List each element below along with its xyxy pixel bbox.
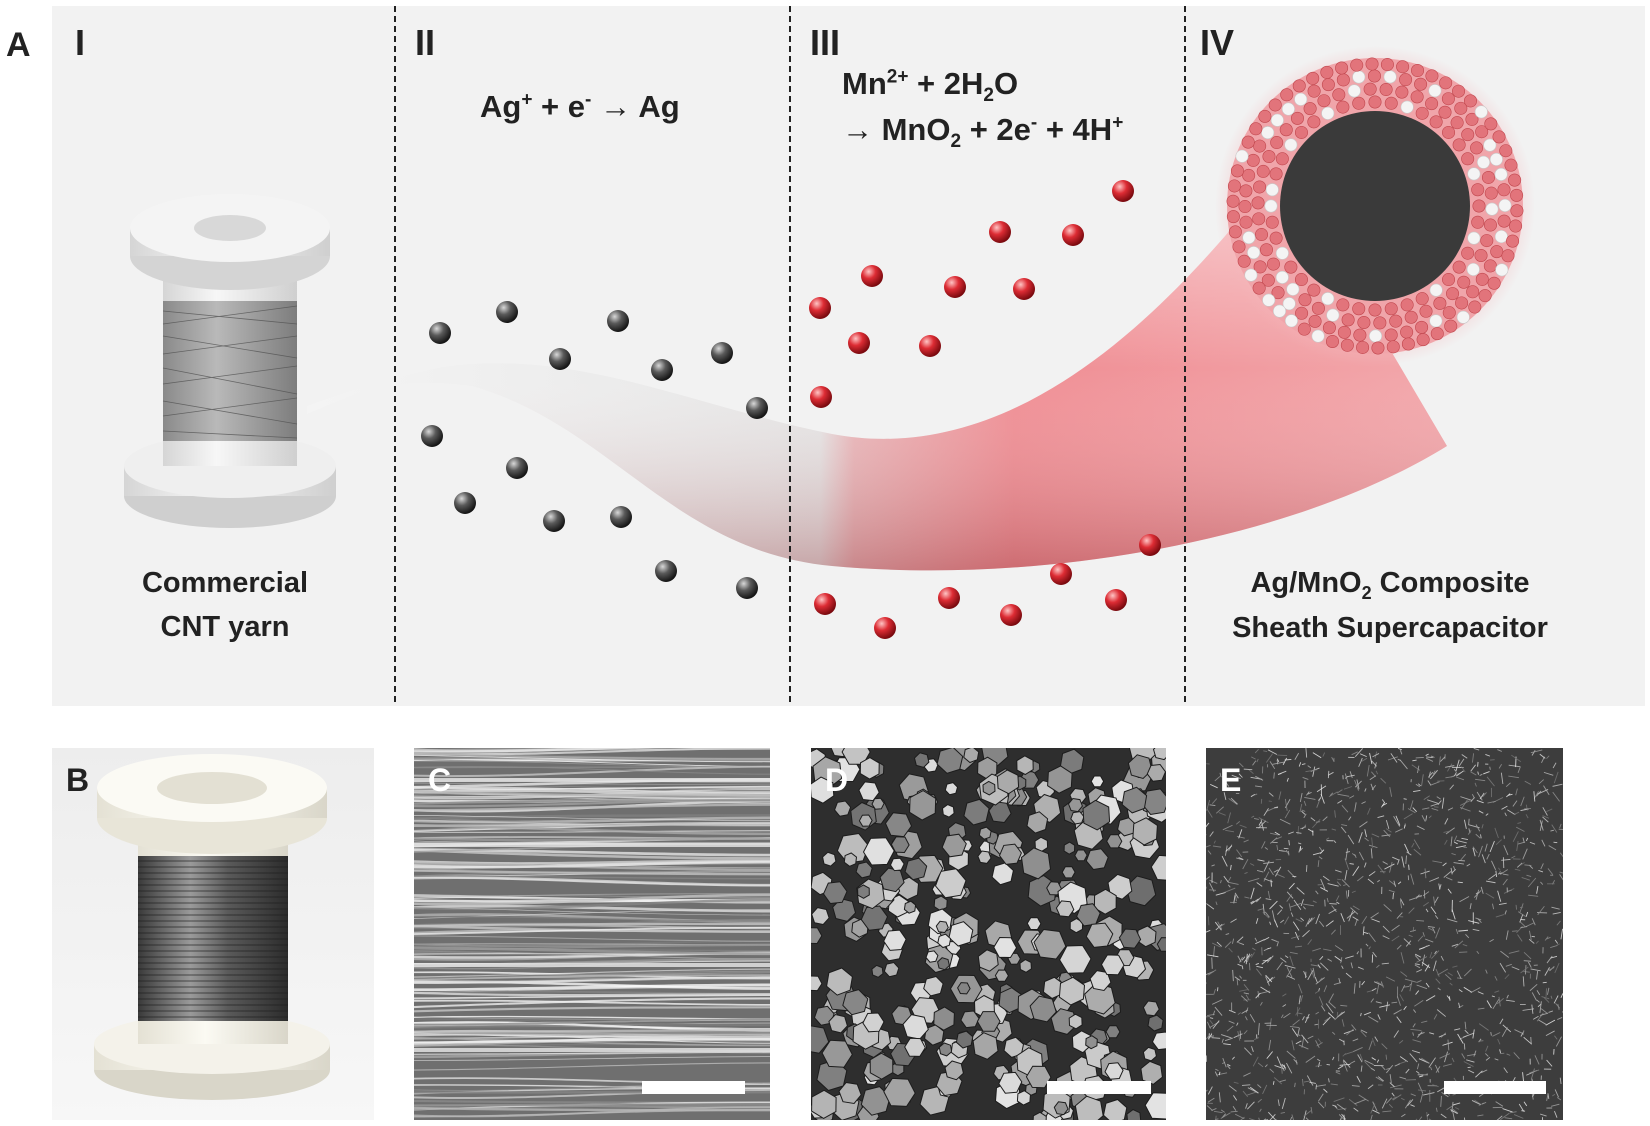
photo-spool: B bbox=[52, 748, 374, 1120]
cnt-core bbox=[1280, 111, 1470, 301]
stage-label-1: I bbox=[75, 22, 86, 63]
sem-image-silver-particles: D bbox=[811, 748, 1166, 1120]
panel-label-d: D bbox=[825, 762, 849, 798]
ag-particles bbox=[421, 301, 768, 599]
fiber-cross-section bbox=[1215, 46, 1535, 366]
panel-label-b: B bbox=[66, 762, 90, 798]
scale-bar-e bbox=[1444, 1081, 1546, 1094]
sem-image-mno2-sheath: E bbox=[1206, 748, 1563, 1120]
silver-reduction-equation: Ag+ + e- → Ag bbox=[480, 89, 680, 124]
composite-sheath-particles bbox=[1226, 57, 1524, 355]
schematic-panel bbox=[52, 6, 1645, 706]
mno2-deposition-equation: Mn2+ + 2H2O → MnO2 + 2e- + 4H+ bbox=[842, 63, 1123, 155]
mno2-particles bbox=[809, 180, 1161, 639]
schematic-illustration bbox=[52, 6, 1645, 706]
panel-label-e: E bbox=[1220, 762, 1242, 798]
equation-line-2: → MnO2 + 2e- + 4H+ bbox=[842, 111, 1124, 153]
scale-bar-d bbox=[1047, 1081, 1151, 1094]
equation-line-1: Mn2+ + 2H2O bbox=[842, 66, 1019, 107]
stage-label-2: II bbox=[415, 22, 436, 63]
panel-label-a: A bbox=[6, 26, 31, 64]
stage-label-3: III bbox=[810, 22, 841, 63]
caption-composite-supercapacitor: Ag/MnO2 Composite Sheath Supercapacitor bbox=[1232, 567, 1548, 644]
cnt-fiber-shading bbox=[437, 166, 1447, 571]
panel-label-c: C bbox=[428, 762, 452, 798]
caption-commercial-yarn: Commercial CNT yarn bbox=[141, 567, 308, 643]
spool-illustration bbox=[124, 194, 336, 528]
sem-image-cnt-yarn: C bbox=[414, 748, 770, 1120]
scale-bar-c bbox=[642, 1081, 745, 1094]
stage-label-4: IV bbox=[1200, 22, 1235, 63]
